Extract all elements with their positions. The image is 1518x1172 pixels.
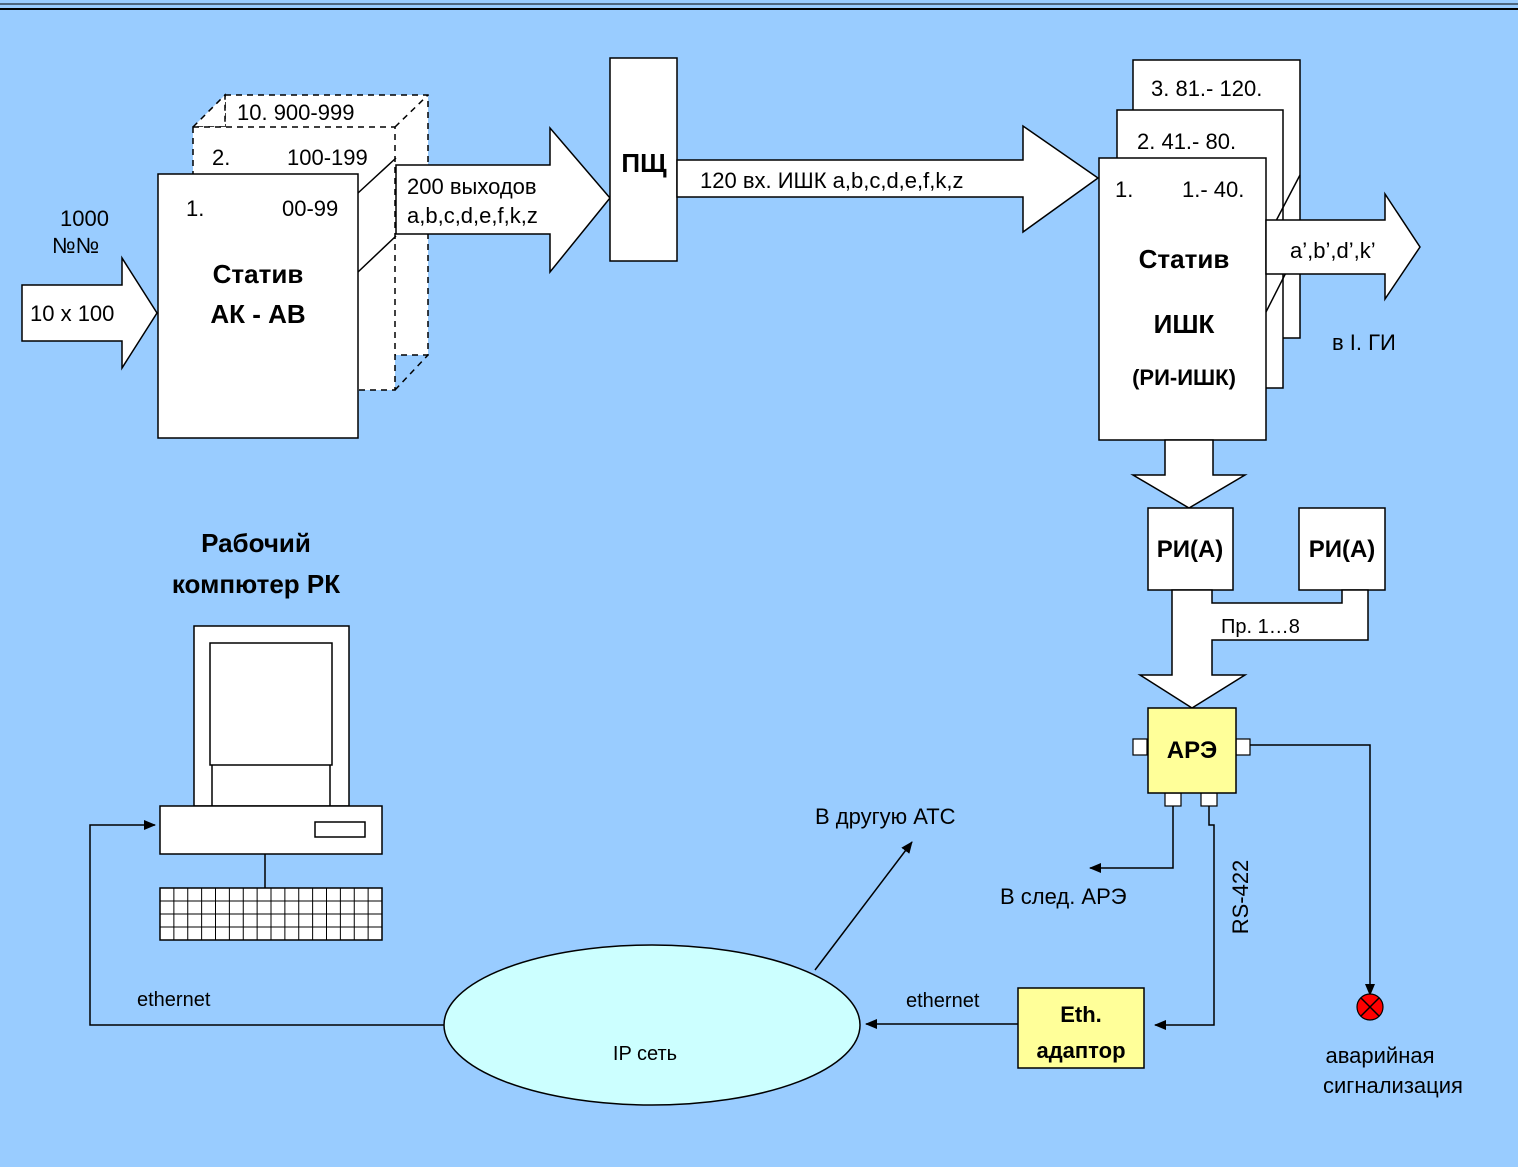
keyboard-icon xyxy=(159,887,383,941)
to-gi-label: в I. ГИ xyxy=(1332,330,1396,355)
ri-a-left-label: РИ(А) xyxy=(1157,536,1224,563)
ethernet-right-label: ethernet xyxy=(906,990,980,1012)
stativ-ishk-title-line2: ИШК xyxy=(1154,309,1215,339)
card-10-label: 10. 900-999 xyxy=(237,100,354,125)
stativ-ishk-stack: 3. 81.- 120. 2. 41.- 80. 1. 1.- 40. Стат… xyxy=(1098,59,1301,441)
input-count-line1: 1000 xyxy=(60,206,109,231)
ri-merge-arrow xyxy=(1137,589,1369,709)
ishk-input-arrow-label: 120 вх. ИШК a,b,c,d,e,f,k,z xyxy=(700,168,963,193)
eth-adapter-line1: Eth. xyxy=(1060,1002,1102,1027)
stativ-ishk-title-line1: Статив xyxy=(1139,244,1230,274)
input-count-line2: №№ xyxy=(52,233,99,258)
are-block: АРЭ xyxy=(1132,707,1251,807)
outputs-arrow-line2: a,b,c,d,e,f,k,z xyxy=(407,203,538,228)
computer-title-line2: компютер РК xyxy=(172,569,340,599)
eth-adapter-block xyxy=(1017,987,1145,1069)
ishk-card-3-label: 3. 81.- 120. xyxy=(1151,76,1262,101)
ishk-output-arrow-label: a’,b’,d’,k’ xyxy=(1290,238,1376,263)
card-1-num: 1. xyxy=(186,196,204,221)
rs422-line xyxy=(1154,806,1215,1030)
stativ-ak-title-line2: АК - АВ xyxy=(210,299,305,329)
ip-to-computer-line xyxy=(89,820,444,1026)
ishk-down-arrow xyxy=(1130,439,1248,509)
line-to-next-are xyxy=(1089,806,1174,873)
input-arrow-label: 10 x 100 xyxy=(30,301,114,326)
ishk-input-arrow: 120 вх. ИШК a,b,c,d,e,f,k,z xyxy=(676,124,1100,234)
other-ats-label: В другую АТС xyxy=(815,804,956,829)
alarm-line xyxy=(1250,744,1375,996)
pr-label: Пр. 1…8 xyxy=(1221,616,1300,638)
ishk-card-2-label: 2. 41.- 80. xyxy=(1137,129,1236,154)
card-2-range: 100-199 xyxy=(287,145,368,170)
line-to-other-ats xyxy=(814,841,913,971)
ip-network-label: IP сеть xyxy=(613,1043,677,1065)
pshch-block xyxy=(609,57,678,262)
ishk-card-1-num: 1. xyxy=(1115,177,1133,202)
card-1 xyxy=(157,173,359,439)
rs422-label: RS-422 xyxy=(1228,860,1253,935)
stativ-ak-stack: 10. 900-999 2. 100-199 1. 00-99 Статив А… xyxy=(157,93,429,439)
ri-a-right-block xyxy=(1298,507,1386,591)
ishk-card-1-range: 1.- 40. xyxy=(1182,177,1244,202)
next-are-label: В след. АРЭ xyxy=(1000,884,1127,909)
stativ-ak-title-line1: Статив xyxy=(213,259,304,289)
ishk-output-arrow: a’,b’,d’,k’ xyxy=(1265,191,1421,302)
outputs-arrow-line1: 200 выходов xyxy=(407,174,537,199)
alarm-line2: сигнализация xyxy=(1323,1073,1463,1098)
are-label: АРЭ xyxy=(1167,737,1217,764)
ri-a-left-block xyxy=(1147,507,1234,591)
stativ-ishk-title-line3: (РИ-ИШК) xyxy=(1132,365,1236,390)
pshch-label: ПЩ xyxy=(621,148,667,178)
ri-a-right-label: РИ(А) xyxy=(1309,536,1376,563)
outputs-arrow: 200 выходов a,b,c,d,e,f,k,z xyxy=(395,125,611,275)
card-1-range: 00-99 xyxy=(282,196,338,221)
ethernet-left-label: ethernet xyxy=(137,989,211,1011)
eth-adapter-line2: адаптор xyxy=(1036,1038,1125,1063)
card-2-num: 2. xyxy=(212,145,230,170)
ishk-card-1 xyxy=(1098,157,1267,441)
ip-network-cloud xyxy=(443,944,861,1106)
computer-title-line1: Рабочий xyxy=(201,528,311,558)
input-arrow: 10 x 100 xyxy=(21,255,158,371)
computer-icon xyxy=(159,625,383,941)
alarm-line1: аварийная xyxy=(1325,1043,1434,1068)
alarm-lamp-icon xyxy=(1356,993,1384,1021)
